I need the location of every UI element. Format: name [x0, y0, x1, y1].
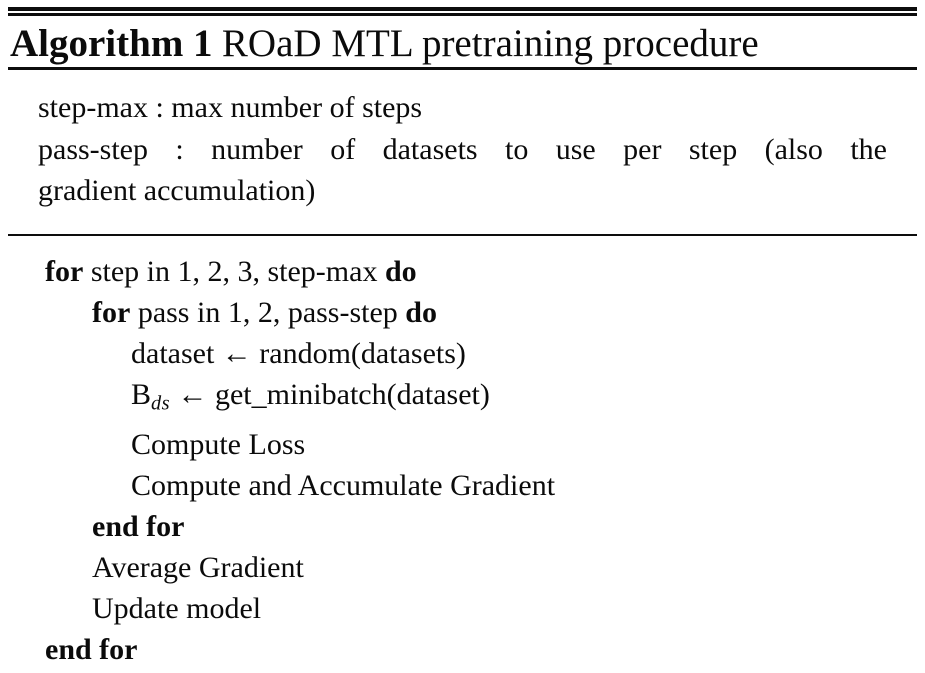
- code-line: Average Gradient: [0, 547, 925, 588]
- header-rule: [8, 67, 917, 70]
- code-line: end for: [0, 629, 925, 670]
- code-text: Compute and Accumulate Gradient: [131, 469, 556, 503]
- code-text: Compute Loss: [131, 428, 306, 462]
- keyword: do: [384, 254, 417, 288]
- algorithm-label: Algorithm 1: [10, 22, 213, 65]
- code-line: for step in 1, 2, 3, step-max do: [0, 251, 925, 292]
- code-line: for pass in 1, 2, pass-step do: [0, 292, 925, 333]
- code-line: Compute and Accumulate Gradient: [0, 465, 925, 506]
- keyword: do: [405, 295, 437, 329]
- code-line: dataset ← random(datasets): [0, 333, 925, 374]
- code-line: end for: [0, 506, 925, 547]
- keyword: end for: [45, 633, 138, 667]
- subscript: ds: [151, 392, 170, 415]
- code-text: B: [131, 377, 152, 411]
- code-line: Bds ← get_minibatch(dataset): [0, 374, 925, 425]
- code-text: step in 1, 2, 3, step-max: [83, 254, 385, 288]
- code-text: dataset ← random(datasets): [131, 336, 466, 370]
- preamble-line: step-max : max number of steps: [38, 91, 423, 124]
- code-line: Update model: [0, 588, 925, 629]
- keyword: for: [45, 254, 84, 288]
- code-text: Average Gradient: [92, 551, 304, 585]
- algorithm-title: ROaD MTL pretraining procedure: [221, 22, 759, 65]
- code-line: Compute Loss: [0, 424, 925, 465]
- code-text: Update model: [92, 592, 262, 626]
- code-text: ← get_minibatch(dataset): [169, 377, 490, 411]
- keyword: end for: [92, 510, 185, 544]
- preamble-line: pass-step : number of datasets to use pe…: [38, 132, 887, 166]
- top-rule-lower: [8, 13, 917, 16]
- top-rule-upper: [8, 7, 917, 11]
- preamble-line: gradient accumulation): [38, 174, 316, 207]
- code-text: pass in 1, 2, pass-step: [130, 295, 406, 329]
- mid-rule: [8, 233, 917, 236]
- keyword: for: [92, 295, 131, 329]
- preamble: step-max : max number of steps pass-step …: [0, 87, 925, 212]
